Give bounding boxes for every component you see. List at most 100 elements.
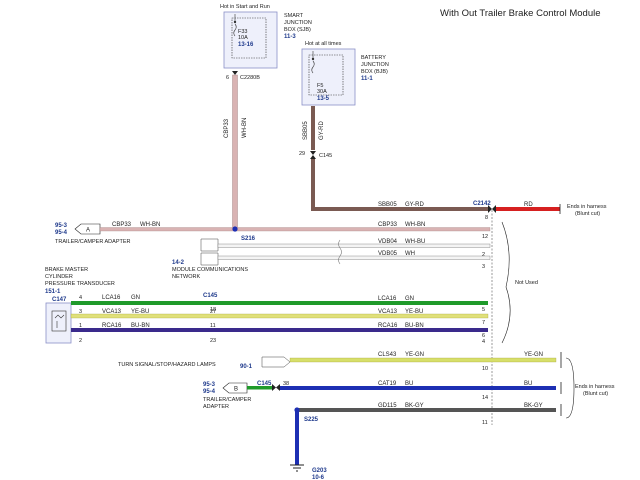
network-label-1: MODULE COMMUNICATIONS: [172, 267, 248, 273]
wire-cbp33-circuit: CBP33: [378, 222, 398, 228]
not-used-bracket-bottom: [501, 286, 511, 344]
bjb-fuse-symbol: [311, 60, 315, 74]
wire-rd: [496, 207, 560, 211]
wire-sbb05-pin: 8: [485, 215, 488, 221]
sjb-fuse-ref: 13-16: [238, 42, 254, 48]
turn-label: TURN SIGNAL/STOP/HAZARD LAMPS: [118, 362, 216, 368]
transducer-pin-27: 27: [210, 309, 216, 315]
transducer-lca16-circuit: LCA16: [102, 295, 121, 301]
transducer-vca13-circuit: VCA13: [102, 309, 122, 315]
wire-lca16: [71, 301, 488, 305]
sjb-name-2: JUNCTION: [284, 20, 312, 26]
network-label-2: NETWORK: [172, 274, 200, 280]
wire-vdb05: [217, 255, 491, 260]
transducer-pin-18: 18: [210, 307, 216, 313]
transducer-rca16-color: BU-BN: [131, 323, 150, 329]
transducer-symbol: [54, 314, 65, 319]
trailer-b-pin: 38: [283, 381, 289, 387]
sjb-connector: C2280B: [240, 75, 260, 81]
bjb-name-2: JUNCTION: [361, 62, 389, 68]
bjb-fuse-ref: 13-5: [317, 96, 330, 102]
wire-lca16-color: GN: [405, 296, 414, 302]
network-box-bottom: [200, 252, 219, 266]
wire-sbb05-circuit: SBB05: [378, 202, 397, 208]
bjb-fuse-id: F5: [317, 83, 323, 89]
wire-rca16: [71, 328, 488, 332]
wire-rd-color: RD: [524, 202, 533, 208]
transducer-c145: C145: [203, 293, 218, 299]
transducer-pin-1: 1: [79, 323, 82, 329]
splice-s216-label: S216: [241, 236, 256, 242]
wire-ground: [295, 409, 299, 465]
wire-vca13-circuit: VCA13: [378, 309, 398, 315]
sjb-name-1: SMART: [284, 13, 304, 19]
wire-sbb05-upper: [311, 106, 315, 150]
turn-connector: [261, 356, 291, 368]
c2142-arrow-b: [492, 205, 496, 213]
trailer-b-label-1: TRAILER/CAMPER: [203, 397, 251, 403]
wire-cls43-right-color: YE-GN: [524, 352, 543, 358]
trailer-a-circuit: CBP33: [112, 222, 132, 228]
sjb-wire-circuit: CBP33: [224, 118, 230, 138]
trailer-b-ref-1: 95-3: [203, 382, 216, 388]
trailer-b-arrow: [272, 384, 276, 391]
ends-label-2b: (Blunt cut): [583, 391, 608, 397]
wire-cls43-circuit: CLS43: [378, 352, 397, 358]
ends-label-1b: (Blunt cut): [575, 211, 600, 217]
bjb-wire-circuit: SBB05: [303, 121, 309, 140]
transducer-pin-4: 4: [79, 295, 82, 301]
trailer-a-ref-1: 95-3: [55, 223, 68, 229]
transducer-label-2: CYLINDER: [45, 274, 73, 280]
wire-sbb05-color: GY-RD: [405, 202, 424, 208]
ends-label-1a: Ends in harness: [567, 204, 607, 210]
twisted-pair-symbol: [338, 239, 342, 265]
transducer-sensor: [51, 310, 67, 332]
trailer-b-label-2: ADAPTER: [203, 404, 229, 410]
wire-lca16-circuit: LCA16: [378, 296, 397, 302]
bjb-name-1: BATTERY: [361, 55, 386, 61]
transducer-box: [45, 302, 72, 344]
transducer-label-1: BRAKE MASTER: [45, 267, 88, 273]
wire-gd115-circuit: GD115: [378, 403, 397, 409]
bjb-wire-color: GY-RD: [319, 121, 325, 140]
c2142-arrow: [488, 205, 492, 213]
diagram-title: With Out Trailer Brake Control Module: [440, 8, 601, 19]
wire-cbp33-color: WH-BN: [405, 222, 425, 228]
trailer-b-connector-label: C145: [257, 381, 272, 387]
trailer-a-ref-2: 95-4: [55, 230, 68, 236]
bjb-fuse-amp: 30A: [317, 89, 327, 95]
wire-vdb05-circuit: VDB05: [378, 251, 398, 257]
transducer-ref: 151-1: [45, 289, 61, 295]
bjb-box: [301, 48, 356, 106]
splice-s225-label: S225: [304, 417, 319, 423]
wire-cat19-pin: 14: [482, 395, 488, 401]
wire-gd115-pin: 11: [482, 420, 488, 426]
transducer-connector: C147: [52, 297, 67, 303]
c145-arrow-lower: [310, 155, 316, 159]
bjb-fuse-outline: [308, 54, 344, 96]
turn-ref: 90-1: [240, 364, 253, 370]
transducer-label-3: PRESSURE TRANSDUCER: [45, 281, 115, 287]
transducer-lca16-color: GN: [131, 295, 140, 301]
wire-cls43: [289, 357, 557, 363]
wire-vdb04-color: WH-BU: [405, 239, 425, 245]
sjb-box: [223, 11, 278, 69]
sjb-ref: 11-3: [284, 34, 296, 40]
wire-gd115-right-color: BK-GY: [524, 403, 543, 409]
wire-vdb04-circuit: VDB04: [378, 239, 398, 245]
sjb-name-3: BOX (SJB): [284, 27, 311, 33]
not-used-label: Not Used: [515, 280, 538, 286]
wire-cat19-circuit: CAT19: [378, 381, 397, 387]
not-used-bracket-top: [501, 221, 510, 288]
bjb-connector: C145: [319, 153, 332, 159]
sjb-fuse-symbol: [233, 23, 237, 37]
wire-vdb04: [217, 243, 491, 248]
wire-trailer-b-stub: [247, 386, 272, 390]
wire-cls43-pin: 10: [482, 366, 488, 372]
transducer-pin-3: 3: [79, 309, 82, 315]
bjb-pin: 29: [299, 151, 305, 157]
transducer-pin-11: 11: [210, 323, 216, 329]
wire-cbp33-vertical: [232, 74, 238, 231]
wire-sbb05: [311, 207, 488, 211]
